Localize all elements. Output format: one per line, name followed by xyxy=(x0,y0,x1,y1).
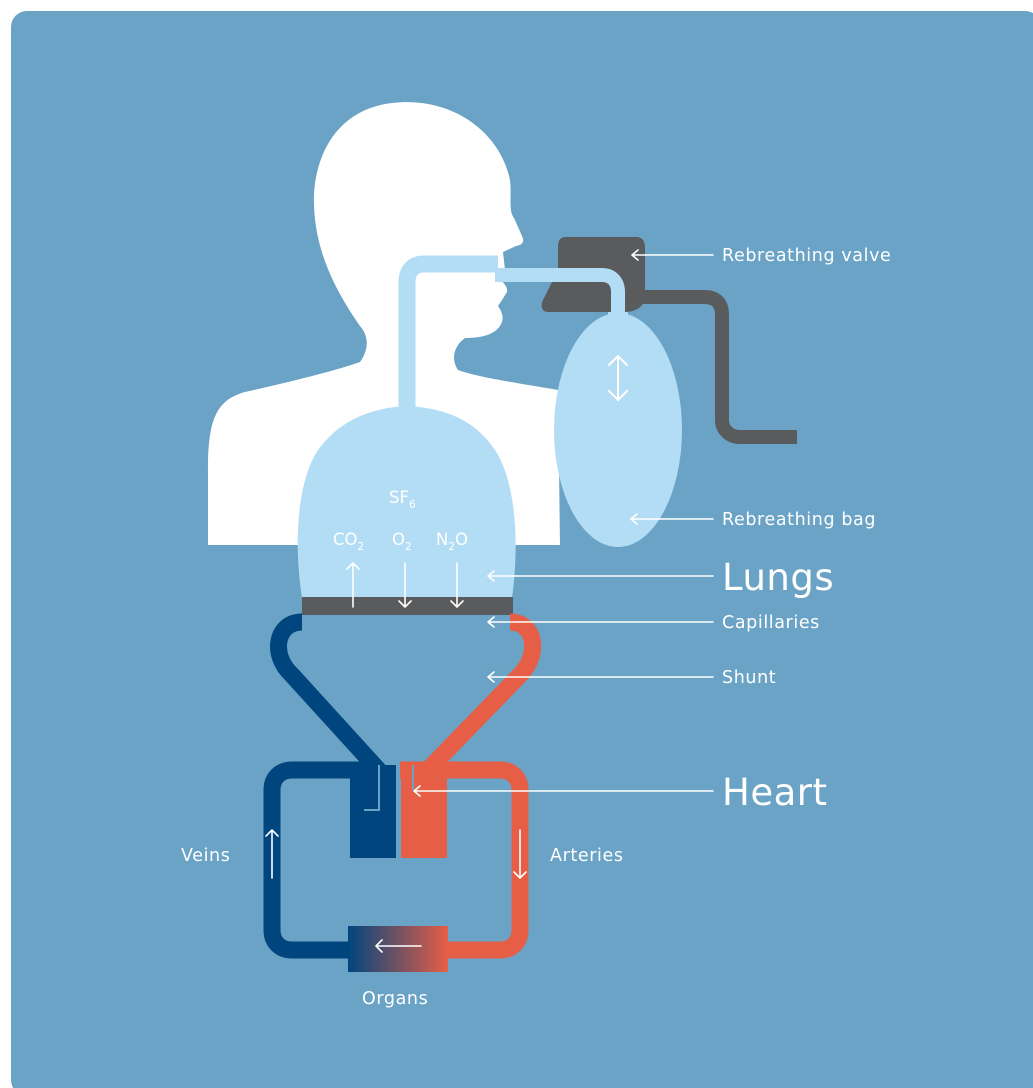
label-arteries: Arteries xyxy=(550,846,624,866)
organs-block xyxy=(348,926,448,972)
label-capillaries: Capillaries xyxy=(722,613,820,633)
label-organs: Organs xyxy=(362,989,428,1009)
label-heart: Heart xyxy=(722,771,827,814)
rebreathing-bag xyxy=(554,313,682,547)
label-rebreathing-valve: Rebreathing valve xyxy=(722,246,891,266)
label-shunt: Shunt xyxy=(722,668,776,688)
heart-left-side xyxy=(401,765,447,858)
label-rebreathing-bag: Rebreathing bag xyxy=(722,510,876,530)
heart-right-side xyxy=(350,765,396,858)
label-veins: Veins xyxy=(181,846,230,866)
label-lungs: Lungs xyxy=(722,556,834,599)
alveolar-membrane xyxy=(302,597,513,615)
